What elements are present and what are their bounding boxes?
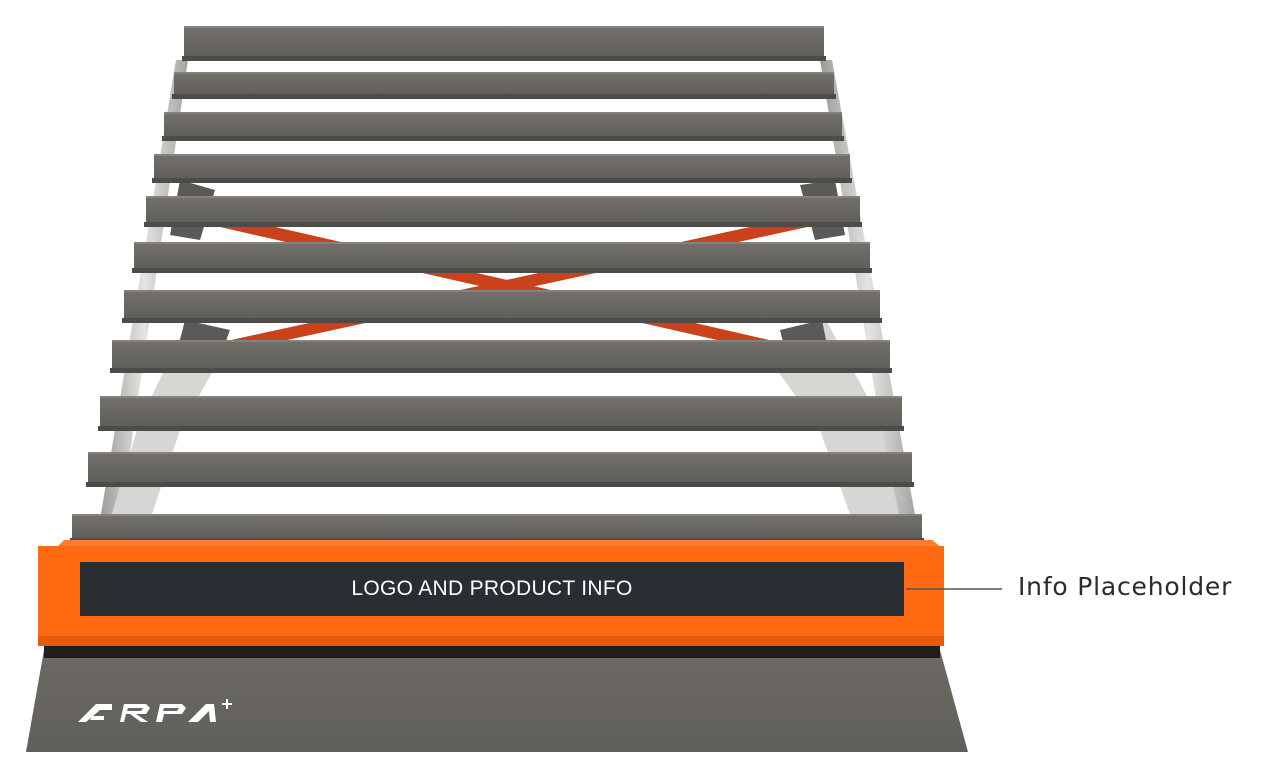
info-frame — [38, 540, 944, 646]
slat-3 — [164, 112, 842, 140]
slat-edge-6 — [132, 268, 872, 273]
slat-highlight-11 — [72, 514, 922, 516]
slat-edge-4 — [152, 178, 852, 183]
front-plate — [26, 650, 968, 752]
slat-4 — [154, 154, 850, 182]
slat-highlight-7 — [124, 290, 880, 292]
slats-group — [70, 26, 924, 543]
slat-edge-9 — [98, 426, 904, 431]
slat-2 — [174, 72, 834, 98]
front-plate-shadow — [44, 644, 940, 658]
slat-6 — [134, 242, 870, 272]
slat-1 — [184, 26, 824, 60]
slat-edge-2 — [172, 94, 836, 99]
info-panel — [80, 562, 904, 616]
info-panel-text: LOGO AND PRODUCT INFO — [351, 577, 633, 600]
slat-edge-5 — [144, 222, 862, 227]
slat-edge-1 — [182, 56, 826, 61]
slat-edge-7 — [122, 318, 882, 323]
arpa-logo — [78, 699, 232, 722]
info-placeholder-callout-label: Info Placeholder — [1018, 571, 1233, 601]
slat-highlight-6 — [134, 242, 870, 244]
slat-highlight-10 — [88, 452, 912, 454]
slat-11 — [72, 514, 922, 542]
slat-8 — [112, 340, 890, 372]
slat-highlight-5 — [146, 196, 860, 198]
slat-highlight-3 — [164, 112, 842, 114]
slat-edge-3 — [162, 136, 844, 141]
slat-edge-8 — [110, 368, 892, 373]
cross-straps — [198, 212, 812, 352]
orange-frame-bottom-shade — [38, 636, 944, 646]
slat-highlight-2 — [174, 72, 834, 74]
slat-highlight-1 — [184, 26, 824, 28]
slat-highlight-8 — [112, 340, 890, 342]
slat-highlight-4 — [154, 154, 850, 156]
slat-edge-10 — [86, 482, 914, 487]
slat-9 — [100, 396, 902, 430]
slat-5 — [146, 196, 860, 226]
slat-7 — [124, 290, 880, 322]
slat-highlight-9 — [100, 396, 902, 398]
slat-10 — [88, 452, 912, 486]
